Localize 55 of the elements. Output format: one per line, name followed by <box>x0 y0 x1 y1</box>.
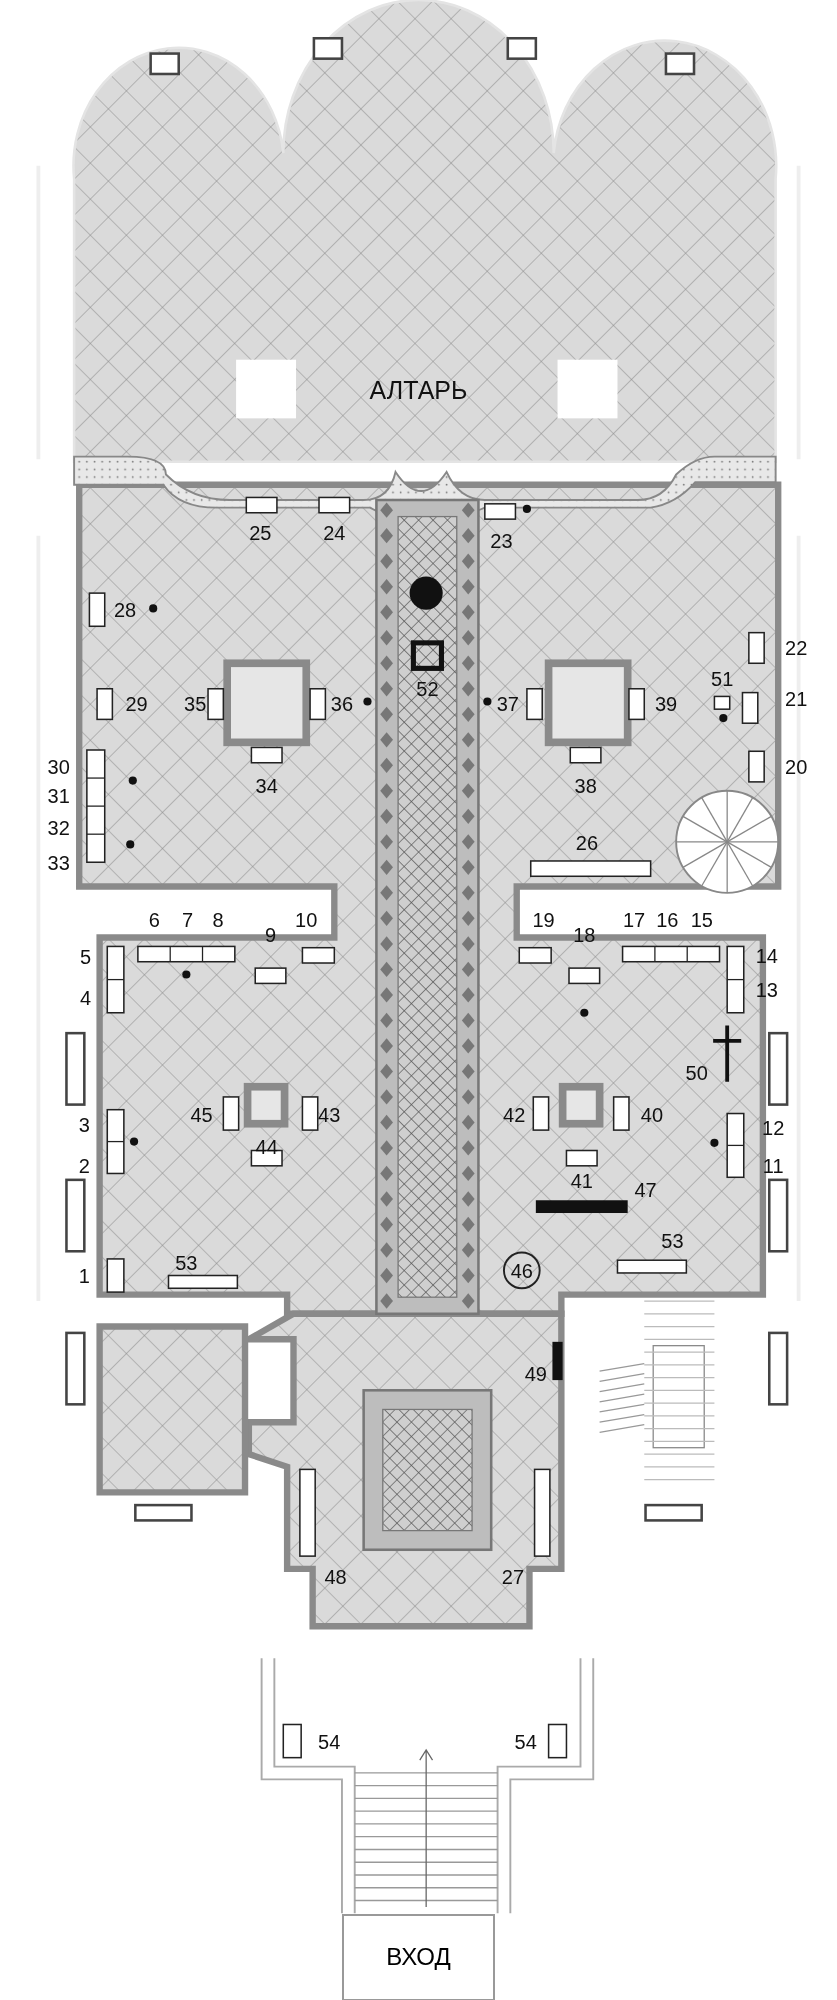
callout-number: 14 <box>755 945 778 966</box>
callout-number: 39 <box>654 694 678 715</box>
room-label: АЛТАРЬ <box>369 377 468 403</box>
callout-number: 48 <box>324 1567 347 1587</box>
callout-number: 30 <box>47 756 70 777</box>
callout-number: 52 <box>416 679 439 699</box>
callout-number: 35 <box>184 694 207 715</box>
callout-number: 31 <box>47 786 70 807</box>
callout-number: 46 <box>510 1260 533 1281</box>
callout-number: 28 <box>113 599 137 620</box>
callout-number: 19 <box>532 909 555 930</box>
callout-number: 37 <box>496 694 519 715</box>
callout-number: 54 <box>514 1731 537 1752</box>
callout-number: 26 <box>575 833 599 854</box>
callout-number: 49 <box>524 1364 547 1385</box>
callout-number: 47 <box>634 1180 657 1201</box>
callout-number: 42 <box>503 1105 526 1126</box>
callout-number: 29 <box>125 694 148 715</box>
callout-number: 50 <box>685 1063 708 1084</box>
callout-number: 27 <box>501 1567 525 1587</box>
callout-number: 4 <box>79 987 92 1008</box>
callout-number: 20 <box>785 756 808 777</box>
callout-number: 53 <box>175 1253 198 1274</box>
callout-number: 38 <box>574 775 597 796</box>
callout-number: 6 <box>148 909 160 930</box>
callout-number: 45 <box>190 1105 213 1126</box>
callout-number: 17 <box>623 909 646 930</box>
callout-number: 24 <box>323 523 346 544</box>
callout-number: 5 <box>79 946 92 967</box>
callout-number: 7 <box>182 909 194 930</box>
callout-number: 10 <box>295 909 318 930</box>
entrance-box: ВХОД <box>341 1913 496 2000</box>
callout-number: 2 <box>78 1156 90 1177</box>
callout-number: 41 <box>570 1171 593 1192</box>
callout-number: 22 <box>785 638 808 659</box>
callout-number: 40 <box>640 1105 664 1126</box>
callout-number: 34 <box>255 775 278 796</box>
callout-number: 23 <box>490 531 513 551</box>
callout-number: 16 <box>656 909 679 930</box>
callout-number: 51 <box>711 668 734 689</box>
callout-number: 12 <box>762 1117 785 1138</box>
callout-number: 8 <box>212 909 224 930</box>
callout-number: 32 <box>47 818 70 839</box>
callout-number: 25 <box>249 523 272 544</box>
callout-number: 54 <box>318 1731 341 1752</box>
callout-number: 33 <box>47 852 70 873</box>
callout-number: 21 <box>785 689 808 710</box>
callout-number: 36 <box>330 694 354 715</box>
callout-number: 15 <box>690 909 713 930</box>
callout-number: 11 <box>762 1156 784 1177</box>
callout-number: 43 <box>318 1105 341 1126</box>
callout-number: 13 <box>755 980 778 1001</box>
callout-number: 3 <box>78 1115 90 1136</box>
callout-number: 1 <box>78 1265 90 1286</box>
callout-number: 53 <box>661 1231 684 1252</box>
